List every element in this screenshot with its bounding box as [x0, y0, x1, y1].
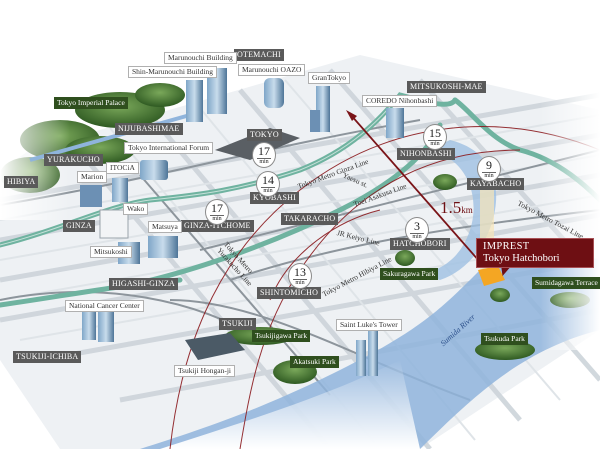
building-marion: Marion	[77, 171, 108, 183]
station-tokyo: TOKYO	[247, 129, 282, 141]
building-mitsukoshi: Mitsukoshi	[90, 246, 132, 258]
buildings-3d	[80, 68, 404, 376]
station-ginza: GINZA	[63, 220, 95, 232]
station-yurakucho: YURAKUCHO	[44, 154, 103, 166]
station-tsukiji-ichiba: TSUKIJI-ICHIBA	[13, 351, 82, 363]
park-tsukijigawa: Tsukijigawa Park	[252, 330, 311, 342]
station-kayabacho: KAYABACHO	[467, 178, 525, 190]
destination-name: IMPREST	[483, 241, 530, 252]
building-grantokyo: GranTokyo	[308, 72, 351, 84]
building-saint-lukes-tower: Saint Luke's Tower	[336, 319, 402, 331]
station-nijubashimae: NIJUBASHIMAE	[115, 123, 183, 135]
station-ginza-itchome: GINZA-ITCHOME	[181, 220, 254, 232]
station-hatchobori: HATCHOBORI	[390, 238, 450, 250]
building-coredo-nihonbashi: COREDO Nihonbashi	[362, 95, 438, 107]
destination-subtitle: Tokyo Hatchobori	[483, 253, 560, 264]
building-marunouchi-building: Marunouchi Building	[164, 52, 237, 64]
park-tsukuda: Tsukuda Park	[481, 333, 528, 345]
station-hibiya: HIBIYA	[4, 176, 39, 188]
building-marunouchi-oazo: Marunouchi OAZO	[238, 64, 306, 76]
building-tokyo-international-forum: Tokyo International Forum	[124, 142, 214, 154]
building-itocia: ITOCiA	[106, 162, 139, 174]
station-higashi-ginza: HIGASHI-GINZA	[109, 278, 179, 290]
building-shin-marunouchi: Shin-Marunouchi Building	[128, 66, 218, 78]
park-sumidagawa-terrace: Sumidagawa Terrace	[532, 277, 600, 289]
building-tsukiji-hongan-ji: Tsukiji Hongan-ji	[174, 365, 236, 377]
station-shintomicho: SHINTOMICHO	[257, 287, 322, 299]
building-matsuya: Matsuya	[148, 221, 182, 233]
building-national-cancer-center: National Cancer Center	[65, 300, 144, 312]
station-otemachi: OTEMACHI	[234, 49, 284, 61]
station-takaracho: TAKARACHO	[281, 213, 339, 225]
station-nihonbashi: NIHONBASHI	[397, 148, 455, 160]
station-mitsukoshi-mae: MITSUKOSHI-MAE	[407, 81, 486, 93]
station-tsukiji: TSUKIJI	[219, 318, 256, 330]
park-akatsuki: Akatsuki Park	[290, 356, 339, 368]
distance-label: 1.5km	[440, 198, 473, 217]
park-tokyo-imperial-palace: Tokyo Imperial Palace	[54, 97, 128, 109]
building-wako: Wako	[123, 203, 149, 215]
park-sakuragawa: Sakuragawa Park	[380, 268, 439, 280]
destination-callout[interactable]: IMPREST Tokyo Hatchobori	[476, 238, 594, 268]
